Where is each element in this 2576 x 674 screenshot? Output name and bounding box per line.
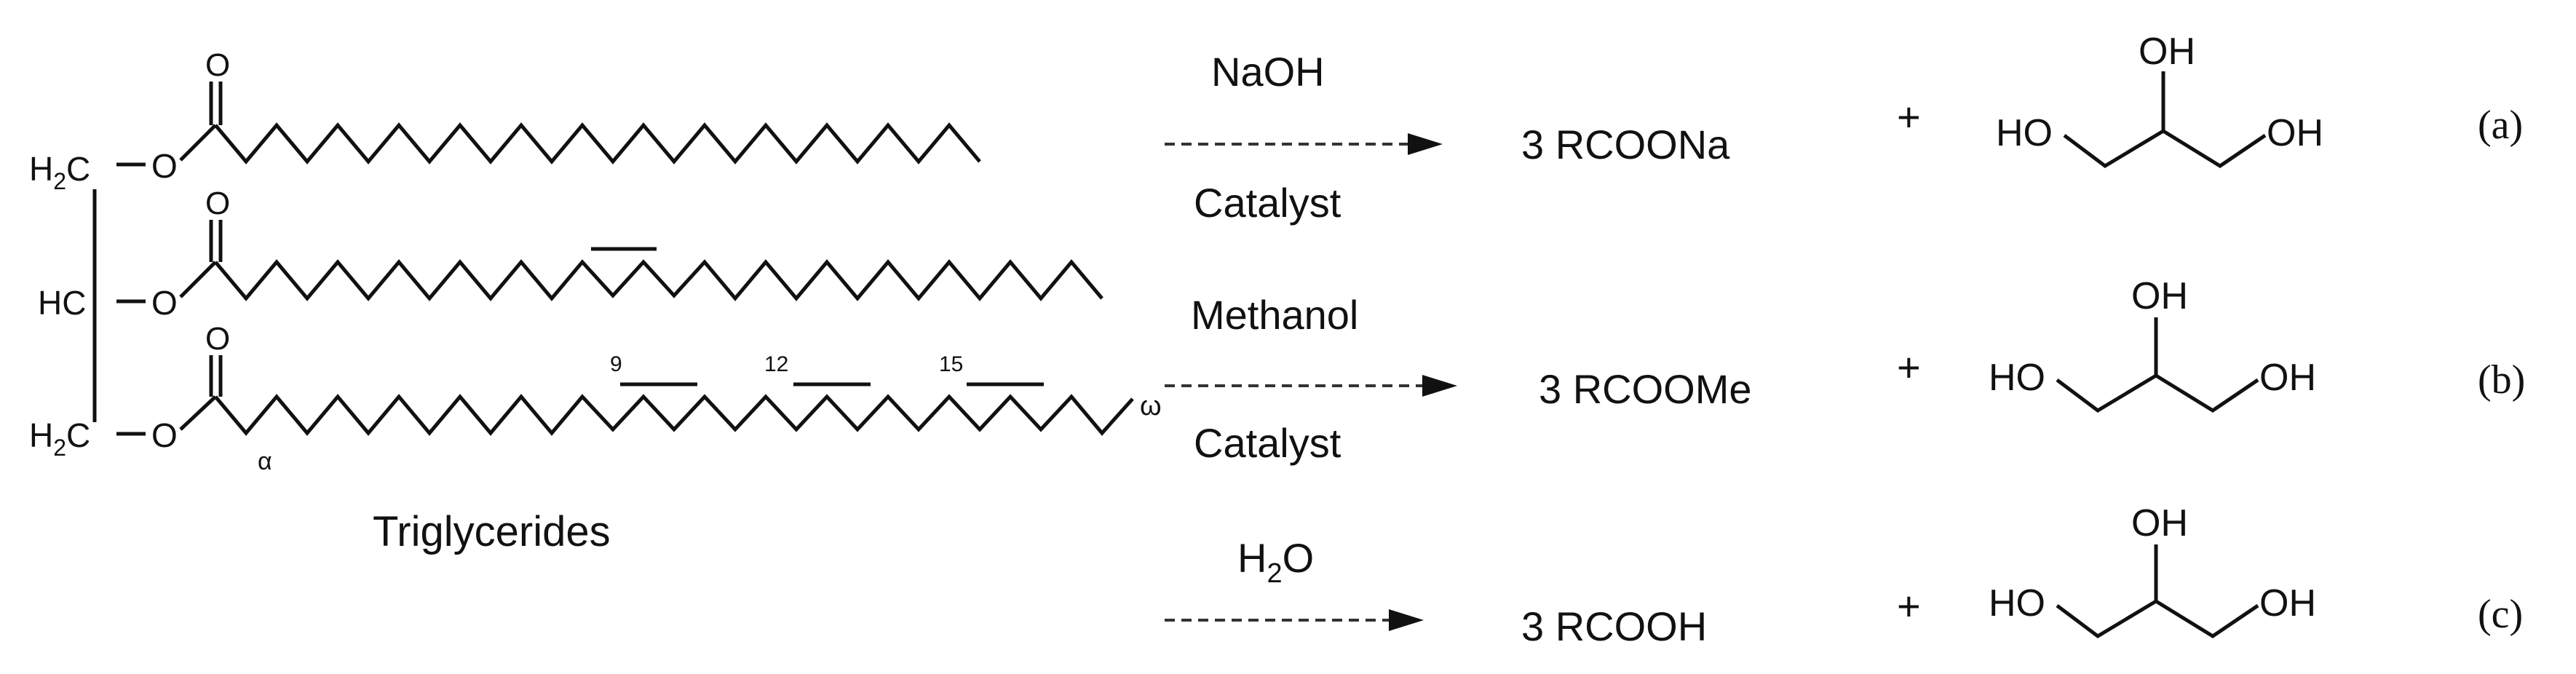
row2-o-c-bond [179,261,217,298]
omega-label: ω [1140,391,1162,421]
position-12-label: 12 [764,352,788,376]
row1-ether-o-label: O [151,147,178,185]
position-9-label: 9 [610,352,622,376]
glycerol-c-oh-right: OH [2259,582,2316,625]
product-a: 3 RCOONa [1521,122,1730,167]
glycerol-b-oh-top: OH [2131,275,2188,317]
reaction-c: H2O 3 RCOOH + OH HO OH (c) [1165,502,2523,649]
row2-ch-label: HC [38,284,86,322]
tag-a: (a) [2478,103,2523,148]
glycerol-a-oh-top: OH [2139,31,2195,73]
plus-a: + [1897,94,1921,140]
reaction-b: Methanol Catalyst 3 RCOOMe + OH HO OH (b… [1165,275,2525,466]
reagent-c: H2O [1237,535,1314,589]
tag-c: (c) [2478,592,2523,637]
product-b: 3 RCOOMe [1539,366,1752,412]
row2-carbonyl-o-label: O [205,186,230,221]
glycerol-c: OH HO OH [1989,502,2316,639]
position-15-label: 15 [939,352,963,376]
condition-a: Catalyst [1194,180,1341,226]
arrow-a-head [1408,133,1443,155]
row3-fatty-chain [214,394,1134,436]
glycerol-b-chain [2056,373,2259,413]
product-c: 3 RCOOH [1521,603,1707,649]
glycerol-c-chain [2056,599,2259,639]
glycerol-a-oh-right: OH [2267,112,2323,154]
triglyceride-structure: H2C O O HC O O H2C O O [29,47,1162,555]
row3-ch2-label: H2C [29,416,90,461]
glycerol-a-ho-left: HO [1996,112,2053,154]
reagent-a: NaOH [1211,49,1325,95]
row3-carbonyl-o-label: O [205,321,230,357]
reaction-a: NaOH Catalyst 3 RCOONa + OH HO OH (a) [1165,31,2523,226]
row3-o-c-bond [179,395,217,431]
glycerol-c-ho-left: HO [1989,582,2045,625]
triglycerides-caption: Triglycerides [373,508,611,555]
glycerol-a: OH HO OH [1996,31,2323,169]
arrow-c-head [1389,609,1424,631]
glycerol-c-oh-top: OH [2131,502,2188,544]
row3-ether-o-label: O [151,416,178,454]
glycerol-b-ho-left: HO [1989,357,2045,399]
tag-b: (b) [2478,357,2525,403]
glycerol-b-oh-right: OH [2259,357,2316,399]
row2-fatty-chain [214,259,1103,301]
reagent-b: Methanol [1191,292,1358,338]
plus-c: + [1897,583,1921,629]
alpha-label: α [258,448,272,475]
row1-ch2-label: H2C [29,150,90,194]
row2-ether-o-label: O [151,284,178,322]
row1-carbonyl-o-label: O [205,47,230,83]
row1-fatty-chain [214,122,981,164]
condition-b: Catalyst [1194,420,1341,466]
arrow-b-head [1422,375,1457,397]
glycerol-a-chain [2063,129,2267,169]
plus-b: + [1897,344,1921,390]
glycerol-b: OH HO OH [1989,275,2316,413]
row1-o-c-bond [179,124,217,162]
